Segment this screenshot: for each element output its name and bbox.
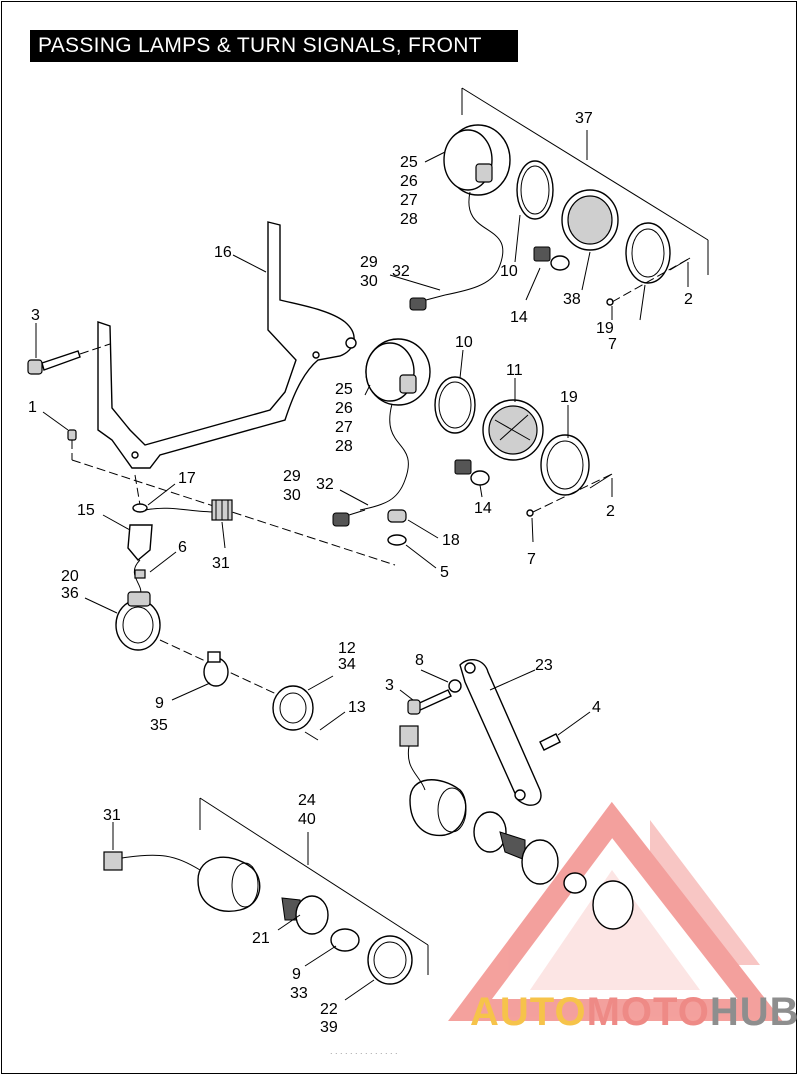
lens-12 bbox=[272, 685, 314, 731]
callout-14-lower: 14 bbox=[474, 500, 492, 517]
callout-27-lower: 27 bbox=[335, 419, 353, 436]
callout-7-lower: 7 bbox=[527, 551, 536, 568]
washer-5 bbox=[387, 534, 407, 546]
callout-7: 7 bbox=[608, 336, 617, 353]
callout-30-lower: 30 bbox=[283, 487, 301, 504]
callout-4: 4 bbox=[592, 699, 601, 716]
callout-2: 2 bbox=[684, 291, 693, 308]
callout-22: 22 bbox=[320, 1001, 338, 1018]
callout-5: 5 bbox=[440, 564, 449, 581]
callout-16: 16 bbox=[214, 244, 232, 261]
lower-bulb bbox=[454, 459, 472, 475]
bottom-turn-housing bbox=[197, 856, 261, 912]
callout-34: 34 bbox=[338, 656, 356, 673]
callout-39: 39 bbox=[320, 1019, 338, 1036]
bottom-turn-signal-group bbox=[103, 797, 429, 985]
callout-10-lower: 10 bbox=[455, 334, 473, 351]
lower-connector bbox=[332, 512, 350, 527]
right-turn-signal-group bbox=[399, 658, 634, 930]
callout-37: 37 bbox=[575, 110, 593, 127]
callout-1: 1 bbox=[28, 399, 37, 416]
callout-27: 27 bbox=[400, 192, 418, 209]
callout-labels: 37 25 26 27 28 16 29 30 32 10 14 38 19 2… bbox=[28, 110, 693, 1036]
watermark-hub: HUB bbox=[709, 990, 800, 1034]
callout-11: 11 bbox=[506, 362, 523, 379]
callout-2-lower: 2 bbox=[606, 503, 615, 520]
upper-connector bbox=[409, 297, 427, 311]
upper-bulb bbox=[533, 246, 551, 262]
watermark-logo-graphic bbox=[448, 801, 783, 1021]
footer-note: . . . . . . . . . . . . . . bbox=[330, 1046, 398, 1056]
watermark-auto: AUTO bbox=[470, 990, 587, 1034]
callout-25: 25 bbox=[400, 154, 418, 171]
callout-30: 30 bbox=[360, 273, 378, 290]
bolt-3-upper bbox=[27, 343, 111, 375]
screw-1 bbox=[67, 429, 396, 566]
callout-35: 35 bbox=[150, 717, 168, 734]
harness-clip-15 bbox=[127, 524, 153, 561]
callout-29: 29 bbox=[360, 254, 378, 271]
bolt-4 bbox=[539, 733, 561, 751]
callout-19: 19 bbox=[596, 320, 614, 337]
callout-17: 17 bbox=[178, 470, 196, 487]
callout-12: 12 bbox=[338, 640, 356, 657]
callout-28: 28 bbox=[400, 211, 418, 228]
callout-15: 15 bbox=[77, 502, 95, 519]
callout-31-lower: 31 bbox=[103, 807, 121, 824]
callout-3-lower: 3 bbox=[385, 677, 394, 694]
bulb-right bbox=[563, 872, 587, 894]
callout-19-lower: 19 bbox=[560, 389, 578, 406]
lower-trim-ring bbox=[540, 434, 590, 496]
callout-13: 13 bbox=[348, 699, 366, 716]
callout-6: 6 bbox=[178, 539, 187, 556]
callout-33: 33 bbox=[290, 985, 308, 1002]
left-turn-signal-group bbox=[115, 474, 319, 741]
rubber-mount bbox=[387, 509, 407, 523]
callout-40: 40 bbox=[298, 811, 316, 828]
watermark-moto: MOTO bbox=[586, 990, 710, 1034]
lens-right bbox=[592, 880, 634, 930]
bracket-23 bbox=[459, 658, 542, 806]
socket-21 bbox=[295, 895, 329, 935]
bulb-9-lower bbox=[330, 928, 360, 952]
connector-right bbox=[399, 725, 419, 747]
callout-28-lower: 28 bbox=[335, 438, 353, 455]
callout-14: 14 bbox=[510, 309, 528, 326]
callout-29-lower: 29 bbox=[283, 468, 301, 485]
callout-23: 23 bbox=[535, 657, 553, 674]
lens-22 bbox=[367, 935, 413, 985]
callout-26-lower: 26 bbox=[335, 400, 353, 417]
watermark-text: AUTOMOTOHUB bbox=[470, 990, 800, 1035]
washer-8 bbox=[448, 679, 462, 693]
page-title: PASSING LAMPS & TURN SIGNALS, FRONT bbox=[30, 30, 518, 62]
callout-36: 36 bbox=[61, 585, 79, 602]
leader-lines bbox=[35, 151, 689, 1001]
lower-passing-lamp-group bbox=[332, 338, 613, 546]
callout-25-lower: 25 bbox=[335, 381, 353, 398]
callout-32-lower: 32 bbox=[316, 476, 334, 493]
callout-26: 26 bbox=[400, 173, 418, 190]
callout-31: 31 bbox=[212, 555, 230, 572]
callout-9: 9 bbox=[155, 695, 164, 712]
upper-trim-ring bbox=[625, 222, 671, 284]
washer-17 bbox=[132, 503, 148, 513]
callout-24: 24 bbox=[298, 792, 316, 809]
callout-20: 20 bbox=[61, 568, 79, 585]
callout-32: 32 bbox=[392, 263, 410, 280]
callout-18: 18 bbox=[442, 532, 460, 549]
callout-38: 38 bbox=[563, 291, 581, 308]
callout-8: 8 bbox=[415, 652, 424, 669]
callout-21: 21 bbox=[252, 930, 270, 947]
lower-seal-ring bbox=[434, 376, 476, 434]
connector-31-lower bbox=[103, 851, 123, 871]
callout-10: 10 bbox=[500, 263, 518, 280]
upper-seal-ring bbox=[516, 160, 554, 220]
upper-passing-lamp-group bbox=[409, 87, 709, 311]
mounting-bracket bbox=[97, 221, 357, 469]
part-6 bbox=[134, 569, 146, 579]
callout-9-lower: 9 bbox=[292, 966, 301, 983]
callout-3: 3 bbox=[31, 307, 40, 324]
